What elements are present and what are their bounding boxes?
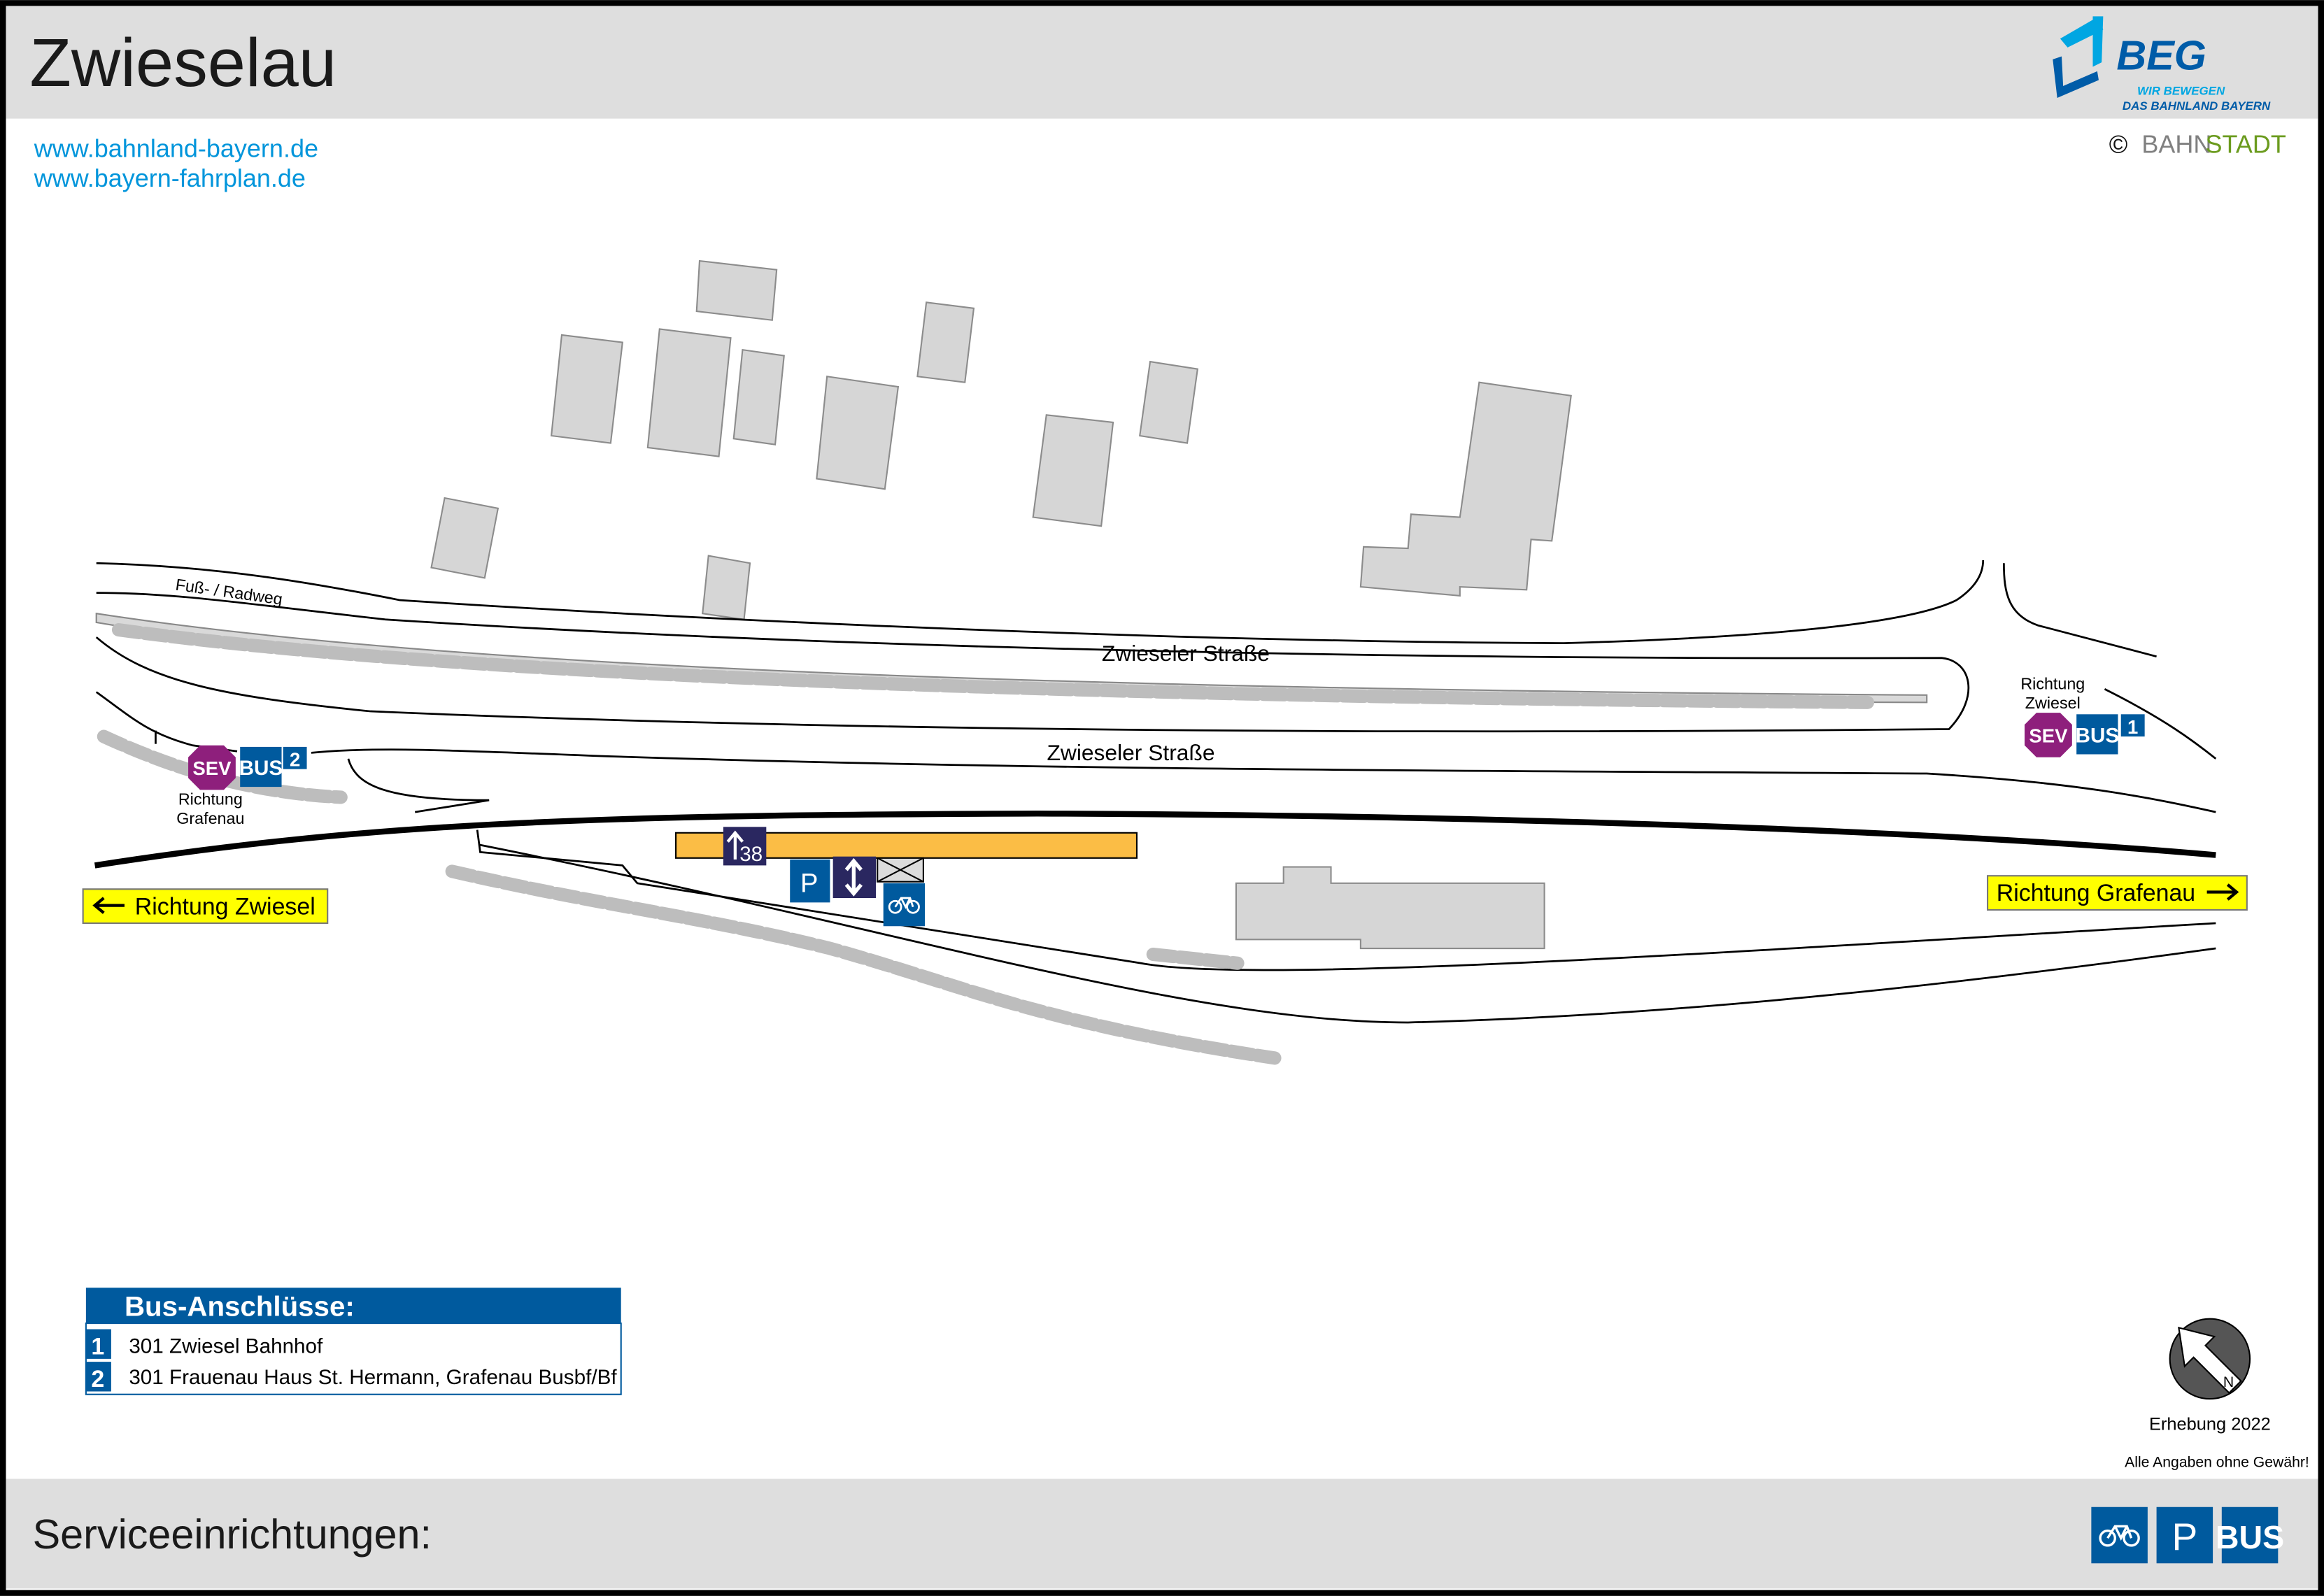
svg-text:Grafenau: Grafenau: [176, 809, 244, 827]
svg-text:SEV: SEV: [2029, 725, 2068, 747]
svg-text:38: 38: [739, 843, 763, 866]
svg-text:WIR BEWEGEN: WIR BEWEGEN: [2137, 85, 2225, 98]
svg-text:N: N: [2223, 1374, 2234, 1390]
bus-connections-table: Bus-Anschlüsse: 1 301 Zwiesel Bahnhof 2 …: [85, 1288, 622, 1395]
link-bahnland-bayern[interactable]: www.bahnland-bayern.de: [34, 134, 318, 163]
arrow-left-icon: [92, 897, 125, 914]
up-down-arrow-icon: [844, 857, 863, 897]
service-parking[interactable]: P: [2156, 1506, 2213, 1564]
sev-badge: [2025, 713, 2072, 757]
stairs-access-sign: [832, 856, 877, 899]
bus-stop-right[interactable]: Richtung Zwiesel SEV BUS 1: [2020, 674, 2145, 757]
disclaimer: Alle Angaben ohne Gewähr!: [2125, 1455, 2309, 1471]
bicycle-icon: [2099, 1525, 2140, 1547]
direction-grafenau: Richtung Grafenau: [1987, 875, 2248, 911]
svg-text:P: P: [800, 869, 818, 899]
survey-year: Erhebung 2022: [2149, 1415, 2271, 1434]
bus-badge: [2076, 714, 2118, 755]
shelter-icon: [877, 857, 924, 883]
svg-text:Richtung Grafenau: Richtung Grafenau: [1997, 880, 2195, 906]
svg-text:SEV: SEV: [192, 757, 232, 779]
svg-text:Richtung: Richtung: [2020, 674, 2085, 692]
svg-text:©: ©: [2109, 129, 2128, 158]
svg-text:BUS: BUS: [2216, 1519, 2284, 1555]
bahnstadt-copyright: © BAHN STADT: [2109, 129, 2286, 158]
arrow-right-icon: [2206, 883, 2239, 901]
svg-text:BAHN: BAHN: [2141, 129, 2211, 158]
parking-sign[interactable]: P: [790, 859, 830, 903]
svg-text:1: 1: [91, 1334, 104, 1360]
street-label-lower: Zwieseler Straße: [1047, 740, 1214, 765]
svg-text:STADT: STADT: [2206, 129, 2286, 158]
svg-text:BUS: BUS: [239, 757, 283, 780]
bus-badge: [240, 746, 282, 788]
services-title: Serviceeinrichtungen:: [33, 1511, 432, 1558]
svg-text:Zwiesel: Zwiesel: [2025, 694, 2081, 712]
svg-text:301 Zwiesel Bahnhof: 301 Zwiesel Bahnhof: [129, 1334, 323, 1358]
svg-text:BEG: BEG: [2116, 32, 2206, 79]
street-label-upper: Zwieseler Straße: [1102, 641, 1270, 666]
bus-stop-left[interactable]: SEV BUS 2 Richtung Grafenau: [176, 745, 307, 827]
arrow-up-icon: [726, 830, 744, 860]
svg-text:2: 2: [91, 1366, 104, 1392]
platform-height-sign: 38: [723, 827, 767, 866]
hedges: [97, 623, 1874, 1065]
beg-logo: BEG WIR BEWEGEN DAS BAHNLAND BAYERN: [2053, 16, 2271, 113]
footer-band: [6, 1479, 2318, 1589]
svg-text:DAS BAHNLAND BAYERN: DAS BAHNLAND BAYERN: [2123, 99, 2271, 113]
svg-text:2: 2: [290, 748, 300, 770]
page-title: Zwieselau: [29, 24, 336, 101]
header-band: [6, 6, 2318, 119]
svg-text:1: 1: [2127, 716, 2138, 738]
sev-badge: [188, 745, 236, 790]
svg-text:BUS: BUS: [2076, 725, 2120, 748]
compass-icon: N: [2169, 1318, 2251, 1400]
link-bayern-fahrplan[interactable]: www.bayern-fahrplan.de: [34, 164, 306, 192]
svg-text:Bus-Anschlüsse:: Bus-Anschlüsse:: [125, 1290, 355, 1322]
railway-track: [94, 811, 2216, 869]
direction-zwiesel: Richtung Zwiesel: [82, 888, 329, 925]
service-bus[interactable]: BUS: [2216, 1506, 2284, 1564]
service-bicycle[interactable]: [2091, 1506, 2148, 1564]
buildings: [430, 259, 1572, 950]
roads: [95, 560, 2217, 1024]
svg-text:Richtung Zwiesel: Richtung Zwiesel: [135, 893, 316, 920]
bicycle-parking-sign[interactable]: [883, 883, 926, 927]
svg-text:P: P: [2171, 1515, 2197, 1558]
svg-text:Richtung: Richtung: [178, 790, 243, 808]
svg-text:301 Frauenau Haus St. Hermann,: 301 Frauenau Haus St. Hermann, Grafenau …: [129, 1366, 617, 1389]
bicycle-icon: [888, 897, 920, 914]
